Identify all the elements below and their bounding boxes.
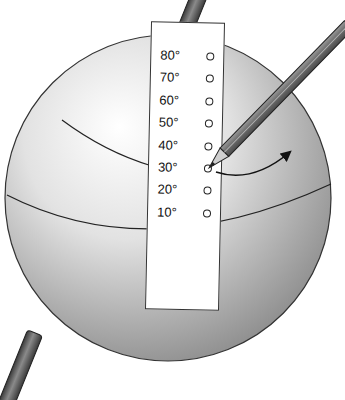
latitude-label: 80°	[160, 47, 180, 63]
latitude-line	[62, 120, 152, 166]
latitude-label: 30°	[158, 159, 178, 175]
latitude-label: 60°	[159, 92, 179, 108]
strip-hole	[206, 52, 214, 60]
strip-hole	[203, 209, 211, 217]
strip-hole	[205, 97, 213, 105]
strip-hole	[206, 75, 214, 83]
latitude-label: 10°	[157, 204, 177, 220]
pencil	[205, 21, 345, 173]
axis-rod	[0, 330, 42, 400]
latitude-label: 20°	[157, 182, 177, 198]
latitude-label: 70°	[160, 70, 180, 86]
strip-hole	[205, 120, 213, 128]
strip-hole	[204, 142, 212, 150]
latitude-label: 40°	[158, 137, 178, 153]
strip-hole	[203, 187, 211, 195]
latitude-label: 50°	[159, 115, 179, 131]
